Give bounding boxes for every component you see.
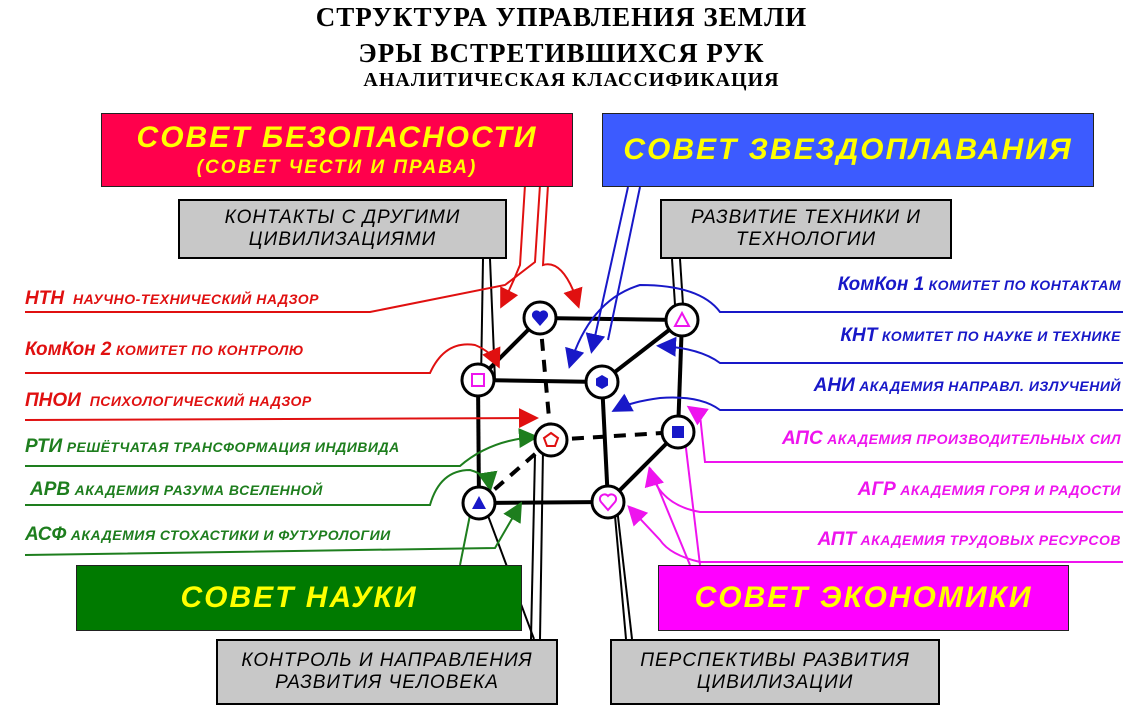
square-node-outline[interactable] (460, 362, 496, 398)
heart-icon (531, 310, 549, 326)
label-komkon1-abbr: КомКон 1 (837, 274, 925, 295)
label-knt-abbr: КНТ (840, 325, 878, 346)
triangle-node-top[interactable] (664, 302, 700, 338)
label-komkon1[interactable]: КомКон 1 КОМИТЕТ ПО КОНТАКТАМ (838, 274, 1121, 296)
hexagon-node[interactable] (584, 364, 620, 400)
label-agr[interactable]: АГР АКАДЕМИЯ ГОРЯ И РАДОСТИ (858, 479, 1121, 501)
label-knt[interactable]: КНТ КОМИТЕТ ПО НАУКЕ И ТЕХНИКЕ (840, 325, 1121, 347)
triangle-node-bottom[interactable] (461, 485, 497, 521)
starflight-council-title: СОВЕТ ЗВЕЗДОПЛАВАНИЯ (623, 133, 1073, 166)
label-knt-full: КОМИТЕТ ПО НАУКЕ И ТЕХНИКЕ (881, 328, 1121, 344)
security-council-title: СОВЕТ БЕЗОПАСНОСТИ (136, 121, 538, 154)
label-pnoi[interactable]: ПНОИ ПСИХОЛОГИЧЕСКИЙ НАДЗОР (25, 390, 312, 412)
label-pnoi-abbr: ПНОИ (25, 390, 81, 411)
label-pnoi-full: ПСИХОЛОГИЧЕСКИЙ НАДЗОР (89, 393, 312, 409)
square-icon (672, 426, 684, 438)
label-komkon2[interactable]: КомКон 2 КОМИТЕТ ПО КОНТРОЛЮ (25, 339, 304, 361)
label-komkon2-abbr: КомКон 2 (25, 339, 112, 360)
label-ani-abbr: АНИ (813, 375, 855, 396)
starflight-council[interactable]: СОВЕТ ЗВЕЗДОПЛАВАНИЯ (602, 113, 1094, 187)
label-agr-full: АКАДЕМИЯ ГОРЯ И РАДОСТИ (900, 482, 1121, 498)
title-line-2: ЭРЫ ВСТРЕТИВШИХСЯ РУК (358, 38, 765, 68)
heart-outline-icon (598, 493, 618, 512)
science-council[interactable]: СОВЕТ НАУКИ (76, 565, 522, 631)
economy-council[interactable]: СОВЕТ ЭКОНОМИКИ (658, 565, 1069, 631)
square-node-filled[interactable] (660, 414, 696, 450)
area-human-label: КОНТРОЛЬ И НАПРАВЛЕНИЯ РАЗВИТИЯ ЧЕЛОВЕКА (241, 650, 533, 693)
area-contacts-label: КОНТАКТЫ С ДРУГИМИ ЦИВИЛИЗАЦИЯМИ (224, 207, 461, 250)
subtitle: АНАЛИТИЧЕСКАЯ КЛАССИФИКАЦИЯ (363, 69, 780, 91)
label-komkon2-full: КОМИТЕТ ПО КОНТРОЛЮ (115, 342, 304, 358)
area-civilization-box[interactable]: ПЕРСПЕКТИВЫ РАЗВИТИЯ ЦИВИЛИЗАЦИИ (610, 639, 940, 705)
label-ani-full: АКАДЕМИЯ НАПРАВЛ. ИЗЛУЧЕНИЙ (859, 378, 1121, 394)
area-technology-label: РАЗВИТИЕ ТЕХНИКИ И ТЕХНОЛОГИИ (690, 207, 922, 250)
label-ani[interactable]: АНИ АКАДЕМИЯ НАПРАВЛ. ИЗЛУЧЕНИЙ (814, 375, 1121, 397)
label-arv-abbr: АРВ (30, 479, 71, 500)
label-aps-full: АКАДЕМИЯ ПРОИЗВОДИТЕЛЬНЫХ СИЛ (827, 431, 1121, 447)
label-asf-full: АКАДЕМИЯ СТОХАСТИКИ И ФУТУРОЛОГИИ (70, 527, 391, 543)
magenta-connectors (627, 405, 1123, 566)
label-apt-abbr: АПТ (817, 529, 857, 550)
science-council-title: СОВЕТ НАУКИ (180, 581, 418, 614)
area-contacts-box[interactable]: КОНТАКТЫ С ДРУГИМИ ЦИВИЛИЗАЦИЯМИ (178, 199, 507, 259)
label-rti[interactable]: РТИ РЕШЁТЧАТАЯ ТРАНСФОРМАЦИЯ ИНДИВИДА (25, 436, 400, 458)
label-aps[interactable]: АПС АКАДЕМИЯ ПРОИЗВОДИТЕЛЬНЫХ СИЛ (782, 428, 1121, 450)
pentagon-outline-icon (542, 431, 560, 447)
security-council[interactable]: СОВЕТ БЕЗОПАСНОСТИ (СОВЕТ ЧЕСТИ И ПРАВА) (101, 113, 573, 187)
label-ntn-abbr: НТН (25, 288, 65, 309)
square-outline-icon (471, 373, 485, 387)
triangle-icon (472, 496, 486, 509)
label-arv[interactable]: АРВ АКАДЕМИЯ РАЗУМА ВСЕЛЕННОЙ (30, 479, 323, 501)
label-apt[interactable]: АПТ АКАДЕМИЯ ТРУДОВЫХ РЕСУРСОВ (818, 529, 1121, 551)
pentagon-node[interactable] (533, 422, 569, 458)
label-ntn-full: НАУЧНО-ТЕХНИЧЕСКИЙ НАДЗОР (72, 291, 319, 307)
label-agr-abbr: АГР (857, 479, 896, 500)
heart-node[interactable] (522, 300, 558, 336)
label-ntn[interactable]: НТН НАУЧНО-ТЕХНИЧЕСКИЙ НАДЗОР (25, 288, 319, 310)
label-komkon1-full: КОМИТЕТ ПО КОНТАКТАМ (928, 277, 1121, 293)
cube-node-group (460, 300, 700, 521)
label-aps-abbr: АПС (782, 428, 823, 449)
blue-connectors (565, 186, 1123, 412)
label-rti-abbr: РТИ (25, 436, 63, 457)
area-civilization-label: ПЕРСПЕКТИВЫ РАЗВИТИЯ ЦИВИЛИЗАЦИИ (640, 650, 910, 693)
economy-council-title: СОВЕТ ЭКОНОМИКИ (694, 581, 1033, 614)
heart-node-outline[interactable] (590, 484, 626, 520)
area-technology-box[interactable]: РАЗВИТИЕ ТЕХНИКИ И ТЕХНОЛОГИИ (660, 199, 952, 259)
area-human-box[interactable]: КОНТРОЛЬ И НАПРАВЛЕНИЯ РАЗВИТИЯ ЧЕЛОВЕКА (216, 639, 558, 705)
security-council-subtitle: (СОВЕТ ЧЕСТИ И ПРАВА) (196, 157, 478, 178)
label-arv-full: АКАДЕМИЯ РАЗУМА ВСЕЛЕННОЙ (74, 482, 323, 498)
label-rti-full: РЕШЁТЧАТАЯ ТРАНСФОРМАЦИЯ ИНДИВИДА (66, 439, 400, 455)
hexagon-icon (596, 375, 608, 389)
label-apt-full: АКАДЕМИЯ ТРУДОВЫХ РЕСУРСОВ (860, 532, 1121, 548)
title-line-1: СТРУКТУРА УПРАВЛЕНИЯ ЗЕМЛИ (315, 2, 808, 32)
green-connectors (24, 428, 539, 566)
red-connectors (24, 184, 583, 429)
label-asf-abbr: АСФ (25, 524, 67, 545)
triangle-outline-icon (673, 310, 691, 327)
label-asf[interactable]: АСФ АКАДЕМИЯ СТОХАСТИКИ И ФУТУРОЛОГИИ (25, 524, 391, 546)
